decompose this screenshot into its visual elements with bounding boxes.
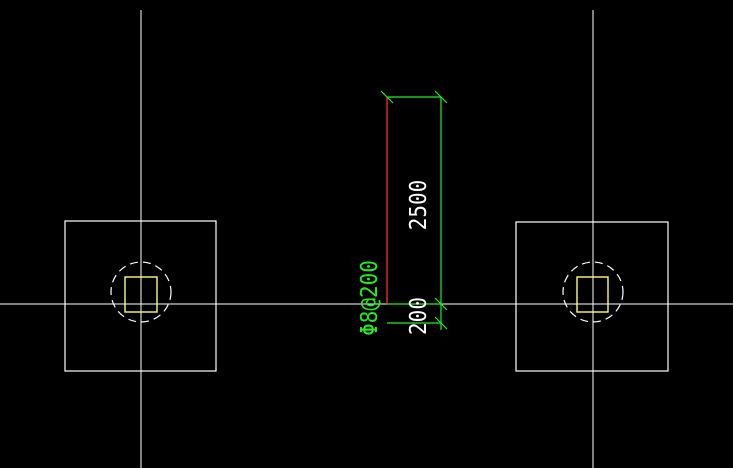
left-column: [124, 276, 158, 313]
right-column: [576, 276, 609, 313]
dim-tick-mid: [434, 297, 448, 311]
left-footing[interactable]: [64, 220, 217, 372]
grid-axes: [0, 10, 733, 468]
rebar-spec-label[interactable]: Φ8@200: [357, 260, 383, 336]
left-footing-pad: [64, 220, 217, 372]
right-footing-pad: [515, 221, 669, 372]
dimension-group[interactable]: [387, 90, 448, 330]
dim-tick-bottom: [434, 316, 448, 330]
dim-text-200: 200: [406, 297, 432, 335]
dim-tick-top: [434, 90, 448, 104]
left-pile-circle: [110, 261, 172, 323]
right-pile-circle: [562, 261, 624, 323]
dim-text-2500: 2500: [406, 180, 432, 231]
right-footing[interactable]: [515, 221, 669, 372]
